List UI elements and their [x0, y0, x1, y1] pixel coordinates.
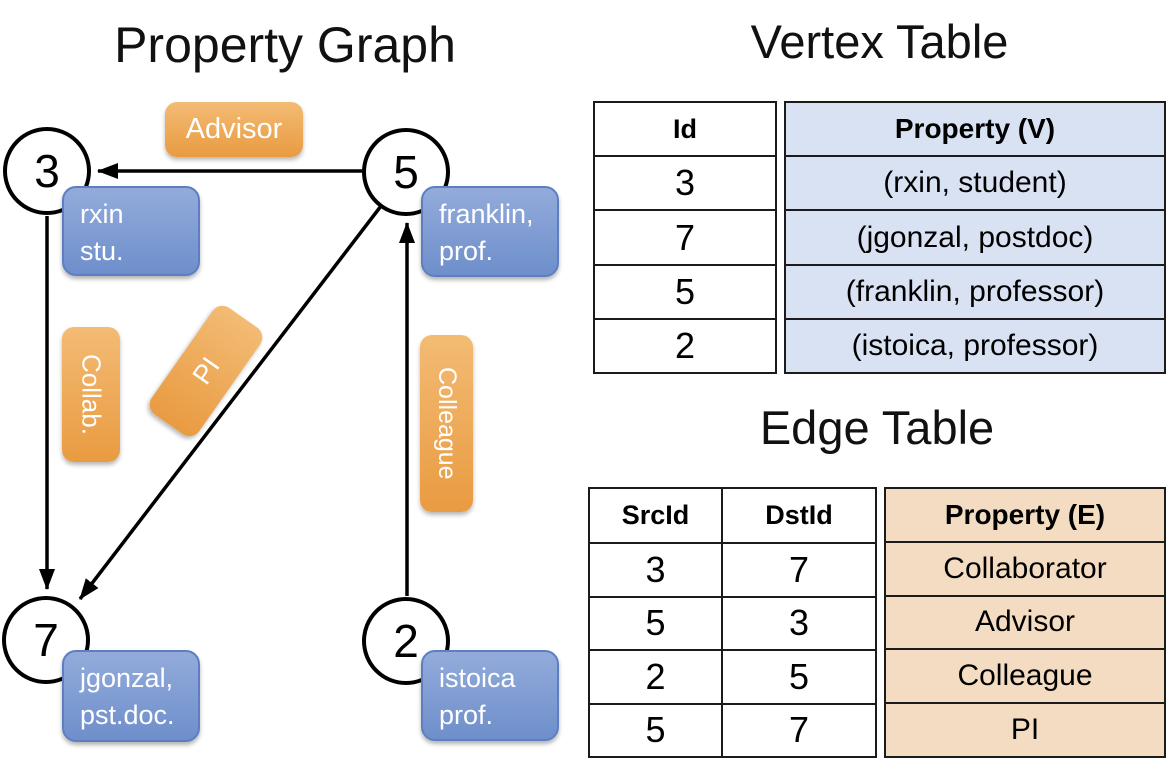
- table-cell: 3: [723, 595, 875, 649]
- edge-table-title: Edge Table: [759, 401, 995, 454]
- vertex-label-franklin: franklin, prof.: [421, 186, 559, 277]
- table-cell: Collaborator: [886, 540, 1164, 595]
- vertex-table-title: Vertex Table: [750, 15, 1009, 68]
- table-cell: 7: [723, 542, 875, 595]
- edge-table-header-srcid: SrcId: [590, 489, 723, 543]
- vertex-label-rxin-line1: rxin: [80, 199, 124, 229]
- node-5: 5: [362, 128, 450, 216]
- edge-label-advisor: Advisor: [165, 102, 303, 157]
- table-cell: 5: [723, 649, 875, 702]
- graph-title: Property Graph: [114, 17, 456, 73]
- table-cell: (jgonzal, postdoc): [786, 209, 1164, 264]
- vertex-label-istoica-line1: istoica: [439, 663, 516, 693]
- node-2: 2: [362, 597, 450, 685]
- vertex-label-istoica-line2: prof.: [439, 700, 494, 730]
- edge-label-pi-text: PI: [185, 351, 226, 390]
- table-cell: 3: [595, 155, 775, 209]
- vertex-table-header-id: Id: [673, 113, 697, 144]
- table-cell: 3: [590, 542, 723, 596]
- edge-pi-5-to-7: [78, 204, 383, 601]
- edge-table-header-property: Property (E): [886, 489, 1164, 541]
- table-cell: 2: [590, 649, 723, 703]
- edge-label-collab: Collab.: [62, 327, 120, 462]
- edge-table-id-grid: SrcId DstId 3 7 5 3 2 5 5 7: [590, 489, 875, 756]
- edge-table: SrcId DstId 3 7 5 3 2 5 5 7 Property (E)…: [588, 487, 1166, 758]
- table-cell: (franklin, professor): [786, 263, 1164, 318]
- table-cell: 5: [595, 263, 775, 318]
- table-cell: 2: [595, 317, 775, 372]
- table-cell: (istoica, professor): [786, 317, 1164, 373]
- graph-edges: [39, 163, 415, 601]
- table-cell: 7: [723, 702, 875, 756]
- vertex-label-franklin-line2: prof.: [439, 236, 494, 266]
- vertex-table-id-column: Id 3 7 5 2: [593, 101, 777, 374]
- edge-label-colleague: Colleague: [420, 335, 473, 512]
- vertex-label-istoica: istoica prof.: [421, 650, 559, 741]
- table-cell: PI: [886, 702, 1164, 756]
- edge-table-header-dstid: DstId: [765, 500, 833, 531]
- vertex-label-jgonzal-line1: jgonzal,: [80, 663, 174, 693]
- vertex-label-jgonzal-line2: pst.doc.: [80, 700, 175, 730]
- vertex-table: Id 3 7 5 2 Property (V) (rxin, student) …: [593, 101, 1166, 374]
- table-cell: (rxin, student): [786, 155, 1164, 210]
- table-cell: 5: [590, 595, 723, 650]
- vertex-table-property-column: Property (V) (rxin, student) (jgonzal, p…: [784, 101, 1166, 374]
- edge-table-id-columns: SrcId DstId 3 7 5 3 2 5 5 7: [588, 487, 877, 758]
- table-cell: 7: [595, 209, 775, 263]
- table-cell: Advisor: [886, 594, 1164, 649]
- table-cell: Colleague: [886, 648, 1164, 703]
- vertex-label-jgonzal: jgonzal, pst.doc.: [62, 650, 200, 742]
- table-cell: 5: [590, 702, 723, 756]
- edge-table-property-column: Property (E) Collaborator Advisor Collea…: [884, 487, 1166, 758]
- vertex-label-rxin: rxin stu.: [62, 186, 200, 276]
- vertex-table-header-property: Property (V): [786, 103, 1164, 156]
- vertex-label-franklin-line1: franklin,: [439, 199, 534, 229]
- vertex-label-rxin-line2: stu.: [80, 236, 124, 266]
